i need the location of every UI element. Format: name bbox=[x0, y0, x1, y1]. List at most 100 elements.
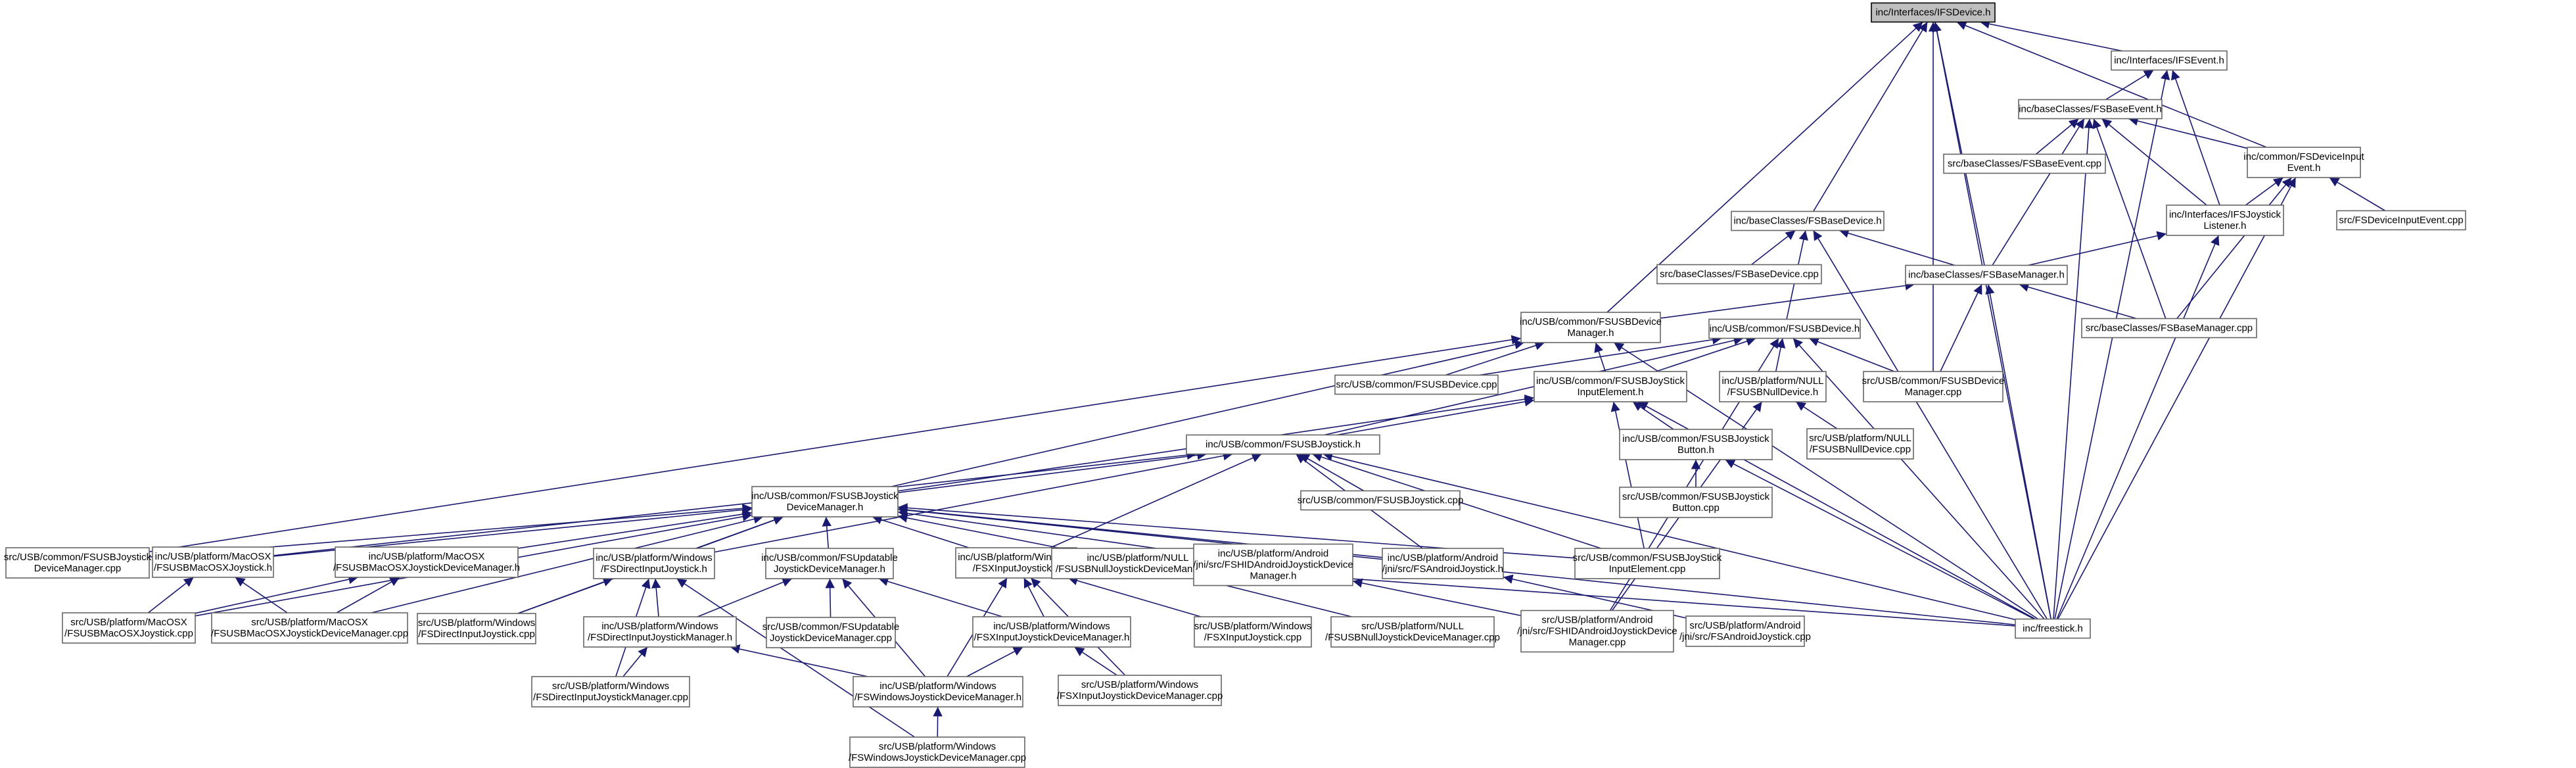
dependency-edge-line bbox=[1795, 401, 1838, 429]
file-node[interactable]: inc/USB/platform/Windows/FSDirectInputJo… bbox=[583, 616, 737, 648]
file-node-box bbox=[417, 613, 536, 644]
file-node-label: src/USB/platform/Windows bbox=[418, 617, 535, 629]
file-node-box bbox=[2111, 50, 2228, 71]
file-node[interactable]: src/FSDeviceInputEvent.cpp bbox=[2336, 210, 2466, 231]
file-node[interactable]: inc/USB/common/FSUpdatableJoystickDevice… bbox=[761, 548, 898, 579]
file-node[interactable]: inc/USB/common/FSUSBDevice.h bbox=[1708, 318, 1861, 339]
file-node[interactable]: inc/baseClasses/FSBaseEvent.h bbox=[2018, 99, 2163, 120]
file-node[interactable]: inc/USB/platform/MacOSX/FSUSBMacOSXJoyst… bbox=[152, 546, 274, 578]
file-node[interactable]: src/USB/platform/Windows/FSXInputJoystic… bbox=[1057, 675, 1223, 706]
file-node[interactable]: inc/USB/platform/Windows/FSDirectInputJo… bbox=[593, 548, 715, 579]
file-node[interactable]: src/USB/platform/MacOSX/FSUSBMacOSXJoyst… bbox=[62, 612, 196, 644]
file-node[interactable]: inc/USB/common/FSUSBJoystick.h bbox=[1186, 434, 1380, 455]
file-node-box bbox=[2166, 204, 2284, 236]
file-node-box bbox=[1186, 434, 1380, 455]
file-node[interactable]: src/baseClasses/FSBaseEvent.cpp bbox=[1943, 153, 2106, 174]
dependency-edge bbox=[1992, 118, 2085, 266]
dependency-edge bbox=[336, 577, 400, 613]
file-node-label: /FSXInputJoystick.h bbox=[973, 563, 1060, 574]
file-node-label: inc/USB/common/FSUpdatable bbox=[761, 552, 898, 564]
dependency-edge-line bbox=[517, 509, 753, 549]
file-node-label: src/USB/platform/Windows bbox=[1194, 621, 1311, 632]
file-node[interactable]: src/USB/common/FSUSBDevice.cpp bbox=[1334, 374, 1499, 395]
dependency-edge bbox=[1808, 337, 1895, 372]
dependency-edge bbox=[1725, 459, 2035, 620]
dependency-edge bbox=[1479, 335, 1722, 376]
file-node[interactable]: inc/USB/platform/Android/jni/src/FSAndro… bbox=[1382, 548, 1504, 579]
file-node[interactable]: src/USB/platform/Windows/FSDirectInputJo… bbox=[417, 613, 536, 644]
dependency-edge bbox=[891, 340, 1525, 487]
file-node-label: inc/baseClasses/FSBaseEvent.h bbox=[2019, 104, 2162, 115]
file-node[interactable]: src/USB/platform/Windows/FSDirectInputJo… bbox=[531, 676, 690, 708]
file-node[interactable]: src/baseClasses/FSBaseDevice.cpp bbox=[1656, 264, 1822, 285]
file-node-label: inc/USB/platform/Windows bbox=[958, 552, 1075, 563]
dependency-edge bbox=[371, 514, 764, 613]
dependency-edge-line bbox=[822, 516, 831, 549]
file-node[interactable]: inc/Interfaces/IFSEvent.h bbox=[2111, 50, 2228, 71]
dependency-edge bbox=[1445, 341, 1545, 376]
file-node-box bbox=[2336, 210, 2466, 231]
dependency-edge bbox=[1813, 22, 1928, 212]
dependency-edge bbox=[2028, 231, 2167, 266]
file-node[interactable]: inc/USB/platform/Android/jni/src/FSHIDAn… bbox=[1193, 543, 1353, 587]
dependency-edge-line bbox=[273, 450, 1197, 556]
dependency-edge bbox=[2092, 118, 2166, 319]
file-node-label: /jni/src/FSHIDAndroidJoystickDevice bbox=[1193, 560, 1353, 571]
file-node-box bbox=[1330, 616, 1495, 648]
file-node[interactable]: src/USB/platform/NULL/FSUSBNullDevice.cp… bbox=[1806, 428, 1914, 460]
file-node[interactable]: src/USB/platform/MacOSX/FSUSBMacOSXJoyst… bbox=[211, 612, 408, 644]
dependency-edge-line bbox=[2054, 70, 2170, 619]
file-node[interactable]: inc/USB/platform/NULL/FSUSBNullDevice.h bbox=[1719, 371, 1827, 402]
file-node[interactable]: inc/USB/platform/MacOSX/FSUSBMacOSXJoyst… bbox=[333, 546, 520, 578]
file-node[interactable]: src/USB/platform/NULL/FSUSBNullJoystickD… bbox=[1325, 616, 1500, 648]
dependency-edge-line bbox=[2035, 118, 2080, 155]
file-node[interactable]: inc/USB/platform/Windows/FSWindowsJoysti… bbox=[853, 676, 1023, 708]
file-node-label: /FSWindowsJoystickDeviceManager.cpp bbox=[849, 752, 1026, 763]
file-node[interactable]: src/USB/platform/Windows/FSXInputJoystic… bbox=[1194, 616, 1312, 648]
dependency-edge-line bbox=[897, 450, 1207, 493]
dependency-edge bbox=[730, 644, 868, 677]
file-node[interactable]: src/USB/common/FSUSBJoystick.cpp bbox=[1298, 490, 1464, 511]
dependency-edge-line bbox=[2176, 177, 2292, 320]
file-node[interactable]: src/USB/platform/Android/jni/src/FSHIDAn… bbox=[1517, 610, 1677, 653]
file-node-label: inc/USB/platform/Windows bbox=[601, 621, 718, 632]
file-node-label: Manager.cpp bbox=[1569, 637, 1626, 648]
file-node-label: src/USB/common/FSUpdatable bbox=[762, 621, 899, 633]
file-node-label: src/USB/platform/NULL bbox=[1361, 621, 1464, 632]
file-node-box bbox=[765, 548, 894, 579]
file-node-label: inc/USB/platform/Android bbox=[1218, 548, 1328, 560]
dependency-edge bbox=[1606, 21, 1923, 313]
file-node-label: /FSUSBMacOSXJoystick.h bbox=[154, 562, 272, 573]
dependency-edge bbox=[2171, 70, 2220, 206]
dependency-edge bbox=[1956, 21, 2267, 148]
file-node[interactable]: src/USB/common/FSUSBJoyStickInputElement… bbox=[1573, 548, 1722, 579]
file-node[interactable]: inc/USB/platform/Windows/FSXInputJoystic… bbox=[972, 616, 1131, 648]
file-node-box bbox=[211, 612, 408, 644]
file-node[interactable]: inc/baseClasses/FSBaseManager.h bbox=[1905, 264, 2068, 285]
file-node[interactable]: inc/baseClasses/FSBaseDevice.h bbox=[1731, 210, 1885, 231]
file-node[interactable]: src/baseClasses/FSBaseManager.cpp bbox=[2081, 318, 2257, 339]
file-node[interactable]: inc/freestick.h bbox=[2015, 618, 2091, 639]
dependency-edge bbox=[872, 515, 970, 548]
file-node[interactable]: src/USB/common/FSUpdatableJoystickDevice… bbox=[762, 617, 899, 648]
file-node[interactable]: src/USB/platform/Android/jni/src/FSAndro… bbox=[1679, 615, 1811, 647]
file-node-label: inc/USB/platform/MacOSX bbox=[369, 551, 485, 562]
file-node-label: inc/USB/common/FSUSBJoyStick bbox=[1536, 375, 1685, 387]
file-node[interactable]: inc/USB/common/FSUSBJoyStickInputElement… bbox=[1534, 371, 1687, 402]
dependency-edge bbox=[2057, 177, 2297, 619]
dependency-edge-line bbox=[676, 578, 915, 738]
file-node[interactable]: inc/USB/common/FSUSBJoystickDeviceManage… bbox=[751, 486, 899, 517]
dependency-edge bbox=[1299, 453, 1365, 492]
dependency-edge-line bbox=[2329, 177, 2386, 212]
file-node[interactable]: inc/common/FSDeviceInputEvent.h bbox=[2243, 147, 2365, 178]
file-node-label: /FSXInputJoystick.cpp bbox=[1204, 632, 1301, 643]
dependency-edge-line bbox=[878, 577, 1003, 617]
file-node[interactable]: src/USB/common/FSUSBJoystickDeviceManage… bbox=[4, 547, 152, 579]
file-node[interactable]: inc/Interfaces/IFSDevice.h bbox=[1871, 2, 1996, 23]
file-node[interactable]: src/USB/platform/Windows/FSWindowsJoysti… bbox=[849, 736, 1026, 768]
